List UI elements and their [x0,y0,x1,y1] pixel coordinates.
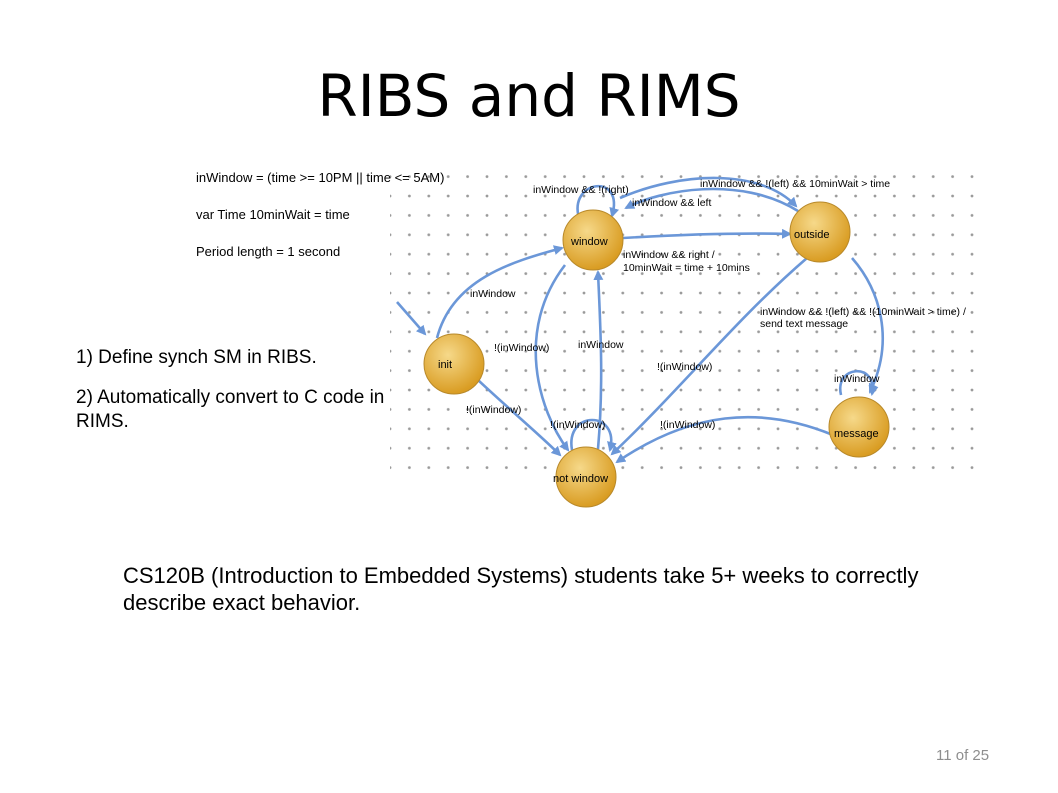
state-label-not-window: not window [553,473,608,485]
label-outside-to-message-1: inWindow && !(left) && !(10minWait > tim… [760,306,966,318]
arrow-init-to-notwindow [477,379,562,457]
arrow-notwindow-self [570,418,617,452]
arrow-outside-self [619,176,798,208]
label-init-to-notwindow: !(inWindow) [466,404,521,416]
state-label-window: window [570,236,608,248]
label-message-self: inWindow [834,373,880,385]
arrow-outside-to-window [624,187,799,213]
state-not-window [555,446,617,508]
label-window-to-outside-2: 10minWait = time + 10mins [623,262,750,274]
definition-inwindow: inWindow = (time >= 10PM || time <= 5AM) [196,170,444,185]
states [423,201,890,508]
arrow-window-to-outside [622,228,792,240]
label-notwindow-to-window: inWindow [578,339,624,351]
state-window [562,209,624,271]
label-outside-to-window: inWindow && left [632,197,711,209]
label-outside-to-notwindow: !(inWindow) [657,361,712,373]
arrow-outside-to-message [851,257,884,394]
label-window-to-outside-1: inWindow && right / [623,249,715,261]
label-notwindow-self: !(inWindow) [550,419,605,431]
summary-text: CS120B (Introduction to Embedded Systems… [123,563,919,615]
state-init [423,333,485,395]
bullet-list: 1) Define synch SM in RIBS. 2) Automatic… [76,346,396,450]
state-label-message: message [834,428,879,440]
transition-arrows [396,176,884,464]
page-number: 11 of 25 [936,747,990,764]
label-init-to-window: inWindow [470,288,516,300]
definition-10minwait: var Time 10minWait = time [196,207,350,222]
arrow-window-self [576,184,620,219]
label-message-to-notwindow: !(inWindow) [660,419,715,431]
arrow-init-to-window [435,245,564,339]
bullet-item: 2) Automatically convert to C code in RI… [76,387,385,432]
slide-title: RIBS and RIMS [317,62,741,130]
arrow-outside-to-notwindow [610,257,808,456]
arrow-window-to-notwindow [534,264,570,452]
state-message [828,396,890,458]
arrow-message-self [838,370,879,396]
state-label-outside: outside [794,229,829,241]
arrow-message-to-notwindow [615,415,834,464]
label-outside-to-message-2: send text message [760,318,848,330]
arrow-entry [396,301,427,336]
bullet-item: 1) Define synch SM in RIBS. [76,347,317,368]
label-outside-self: inWindow && !(left) && 10minWait > time [700,178,890,190]
state-label-init: init [438,359,452,371]
state-outside [789,201,851,263]
definition-period: Period length = 1 second [196,244,340,259]
arrow-notwindow-to-window [593,270,604,450]
label-window-to-notwindow: !(inWindow) [494,342,549,354]
label-window-self: inWindow && !(right) [533,184,629,196]
